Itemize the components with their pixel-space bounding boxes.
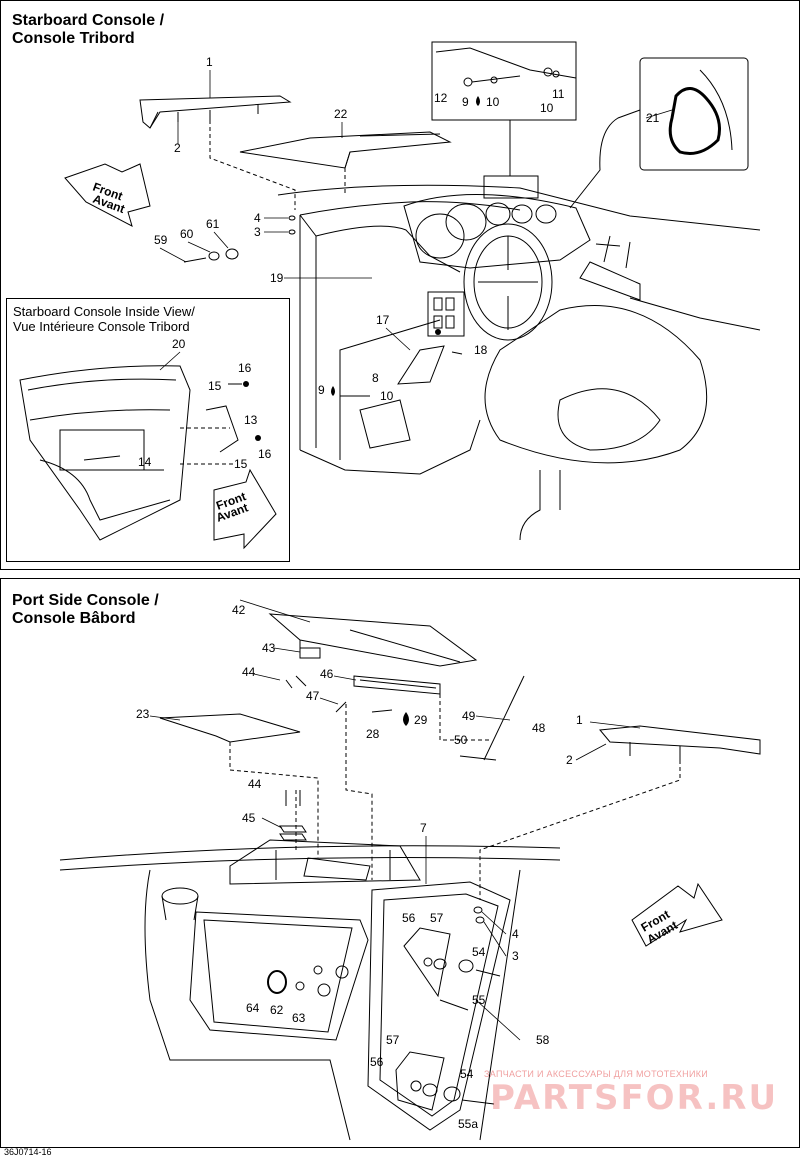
callout: 15 [234,457,248,471]
console-inside-part-20 [19,365,191,541]
console-body-part-19 [277,184,761,475]
callout: 48 [532,721,546,735]
callout: 10 [540,101,554,115]
callout: 16 [238,361,252,375]
watermark-large: PARTSFOR.RU [490,1078,779,1118]
callout: 57 [386,1033,400,1047]
callout: 8 [372,371,379,385]
callout: 47 [306,689,320,703]
callout: 56 [402,911,416,925]
callout: 42 [232,603,246,617]
inside-view-panel [6,298,290,562]
callout: 49 [462,709,476,723]
callout: 14 [138,455,152,469]
steering-wheel [463,223,553,341]
door-part-7 [367,881,511,1131]
callout: 58 [536,1033,550,1047]
callout: 7 [420,821,427,835]
callout: 11 [552,87,565,101]
oil-drop-icon-9-mid [331,386,335,396]
callout: 4 [512,927,519,941]
callout: 3 [254,225,261,239]
callout: 18 [474,343,488,357]
starboard-title-line1: Starboard Console / [12,12,165,29]
watermark-small: ЗАПЧАСТИ И АКСЕССУАРЫ ДЛЯ МОТОТЕХНИКИ [484,1069,709,1079]
callout: 61 [206,217,220,231]
callout: 1 [206,55,213,69]
callout: 43 [262,641,276,655]
callout: 64 [246,1001,260,1015]
callout: 2 [566,753,573,767]
callout: 12 [434,91,448,105]
cover-part-1-port [599,725,761,755]
callout: 44 [248,777,262,791]
callout: 55a [458,1117,478,1131]
port-title-line2: Console Bâbord [12,610,136,627]
callout: 10 [380,389,394,403]
callout: 60 [180,227,194,241]
mat-part-22 [239,131,452,169]
callout: 9 [318,383,325,397]
callout: 28 [366,727,380,741]
callout: 3 [512,949,519,963]
seat [484,305,708,464]
cover-part-42 [268,613,478,667]
callout: 16 [258,447,272,461]
callout: 57 [430,911,444,925]
callout: 62 [270,1003,284,1017]
callout: 46 [320,667,334,681]
callout: 21 [646,111,660,125]
cover-part-1 [139,95,292,129]
starboard-title: Starboard Console / Console Tribord [12,12,164,48]
callout: 54 [472,945,486,959]
inside-view-title-line2: Vue Intérieure Console Tribord [13,319,190,334]
callouts-port: 42 43 44 46 47 28 29 49 48 50 23 1 2 44 … [136,603,583,1131]
callout: 59 [154,233,168,247]
callout: 45 [242,811,256,825]
callout: 2 [174,141,181,155]
oil-drop-icon-29 [403,712,409,726]
port-title: Port Side Console / Console Bâbord [12,592,159,628]
gauge-part-64 [267,970,287,994]
callouts-inside: 20 16 15 13 14 15 16 [138,337,272,471]
oil-drop-icon-9-top [476,96,480,106]
port-title-line1: Port Side Console / [12,592,159,609]
callout: 44 [242,665,256,679]
callout: 10 [486,95,500,109]
callout: 20 [172,337,186,351]
callout: 4 [254,211,261,225]
inside-view-title-line1: Starboard Console Inside View/ [13,304,195,319]
callout: 15 [208,379,222,393]
callout: 29 [414,713,428,727]
console-opening [189,911,369,1041]
callout: 22 [334,107,348,121]
mat-part-23 [159,713,301,743]
callouts-starboard: 1 2 22 12 9 10 10 11 21 4 3 61 60 59 19 … [154,55,660,403]
glovebox-part-17 [397,345,445,385]
callout: 50 [454,733,468,747]
front-arrow-inside [213,468,277,550]
port-console-panel [0,578,800,1148]
callout: 13 [244,413,258,427]
seal-part-21 [668,87,721,155]
console-body-port [144,869,351,1141]
callout: 19 [270,271,284,285]
callout: 63 [292,1011,306,1025]
callout: 1 [576,713,583,727]
front-arrow-starboard [64,163,151,227]
footer-code: 36J0714-16 [4,1147,52,1157]
callout: 17 [376,313,390,327]
callout: 9 [462,95,469,109]
callout: 55 [472,993,486,1007]
starboard-title-line2: Console Tribord [12,30,135,47]
inside-view-title: Starboard Console Inside View/ Vue Intér… [13,304,195,334]
callout: 54 [460,1067,474,1081]
callout: 56 [370,1055,384,1069]
front-arrow-port [631,882,723,947]
callout: 23 [136,707,150,721]
